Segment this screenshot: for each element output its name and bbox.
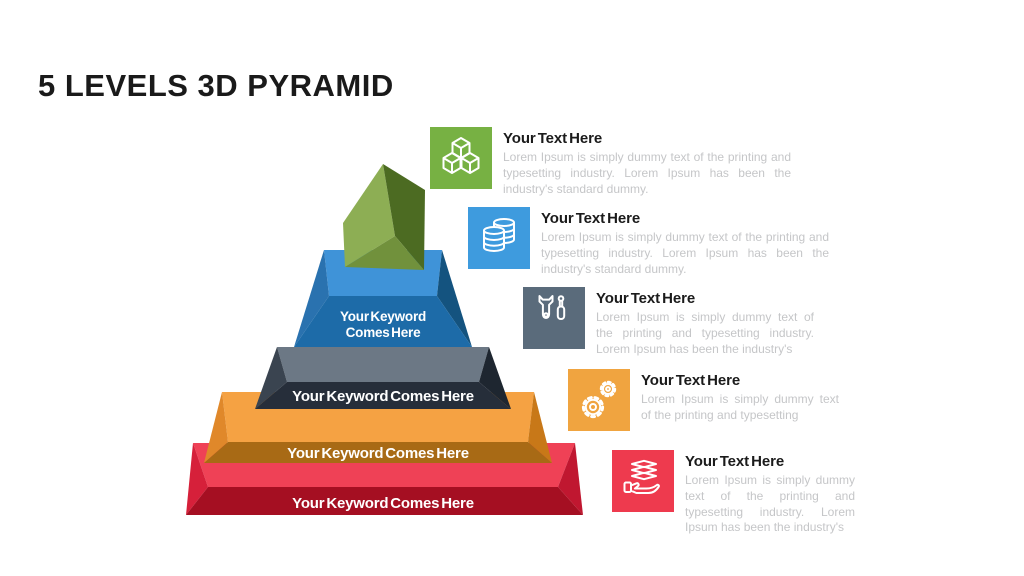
pyramid-level-green-apex [343,164,425,270]
pyramid-level-slate: Your Keyword Comes Here [255,347,511,409]
item-title: Your Text Here [641,372,741,389]
front-face [345,236,424,270]
icon-background [523,287,585,349]
left-face [294,250,329,347]
right-face [528,392,552,463]
front-face [294,296,472,347]
front-face [204,442,552,463]
cubes-icon [430,127,492,189]
icon-background [612,450,674,512]
right-face [479,347,511,409]
item-block-4: Your Text Here Lorem Ipsum is simply dum… [568,369,839,431]
right-face [437,250,472,347]
pyramid-level-blue: Your Keyword Comes Here [294,250,472,347]
item-title: Your Text Here [685,453,785,470]
left-face [343,164,395,267]
left-face [186,443,208,515]
item-title: Your Text Here [503,130,603,147]
item-title: Your Text Here [596,290,696,307]
tools-icon [523,287,585,349]
slide-title: 5 LEVELS 3D PYRAMID [38,68,394,103]
icon-background [568,369,630,431]
item-body: Lorem Ipsum is simply dummy text of the … [596,310,814,356]
front-face [255,382,511,409]
item-body: Lorem Ipsum is simply dummy text of the … [541,230,829,276]
item-body: Lorem Ipsum is simply dummy text of the … [685,473,855,535]
front-face [186,487,583,515]
level-label: Your Keyword Comes Here [292,495,474,512]
pyramid: Your Keyword Comes Here Your Keyword Com… [186,164,583,515]
item-block-1: Your Text Here Lorem Ipsum is simply dum… [430,127,791,197]
left-face [204,392,228,463]
level-label: Your Keyword Comes Here [292,388,474,405]
database-icon [468,207,530,269]
item-body: Lorem Ipsum is simply dummy text of the … [641,392,839,422]
right-face [383,164,425,270]
gears-icon [568,369,630,431]
level-label: Your Keyword Comes Here [287,445,469,462]
item-title: Your Text Here [541,210,641,227]
left-face [255,347,287,409]
item-block-3: Your Text Here Lorem Ipsum is simply dum… [523,287,814,357]
top-face [277,347,489,382]
level-label-line2: Comes Here [346,325,421,340]
hand-layers-icon [612,450,674,512]
item-block-5: Your Text Here Lorem Ipsum is simply dum… [612,450,855,536]
right-face [558,443,583,515]
item-block-2: Your Text Here Lorem Ipsum is simply dum… [468,207,829,277]
level-label-line1: Your Keyword [340,309,426,324]
item-body: Lorem Ipsum is simply dummy text of the … [503,150,791,196]
